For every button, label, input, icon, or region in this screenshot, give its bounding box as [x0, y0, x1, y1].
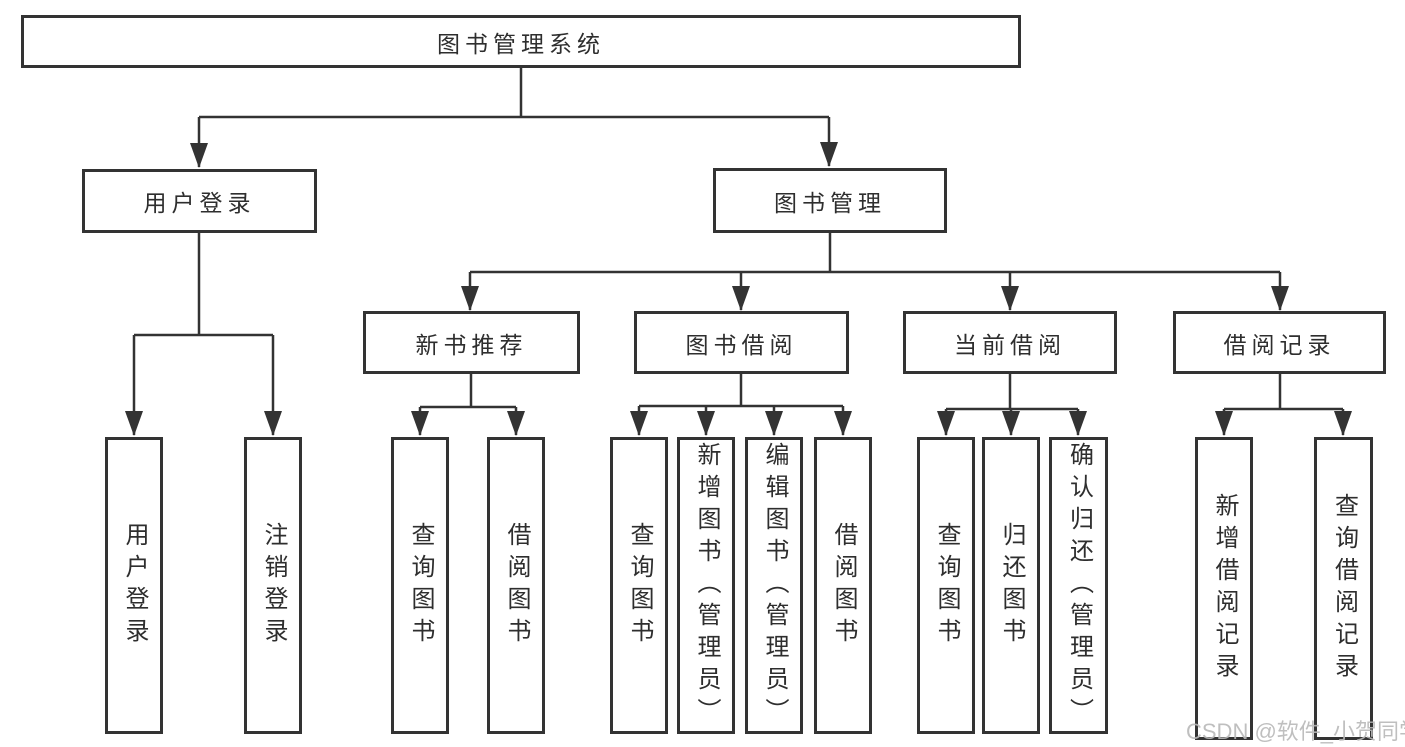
edge-bookmgmt-stem-rail: [470, 233, 1280, 274]
node-root: 图书管理系统: [21, 15, 1021, 68]
leaf-cb-confirm-return-admin: 确认归还（管理员）: [1049, 437, 1108, 734]
edge-userlogin-stem-rail: [134, 233, 273, 337]
leaf-nbr-query-books: 查询图书: [391, 437, 449, 734]
edge-arrows: [125, 117, 1352, 436]
node-user-login: 用户登录: [82, 169, 317, 233]
leaf-br-add-record: 新增借阅记录: [1195, 437, 1253, 740]
leaf-cb-query-books: 查询图书: [917, 437, 975, 734]
leaf-bb-borrow-books: 借阅图书: [814, 437, 872, 734]
csdn-watermark: CSDN @软件_小贺同学: [1186, 719, 1405, 744]
node-new-book-recommend: 新书推荐: [363, 311, 580, 374]
edge-bookborrow-stem-rail: [639, 374, 843, 408]
edge-segments: [134, 68, 1343, 411]
leaf-bb-edit-books-admin: 编辑图书（管理员）: [745, 437, 803, 734]
leaf-nbr-borrow-books: 借阅图书: [487, 437, 545, 734]
edge-root-stem-rail: [199, 68, 829, 119]
edge-borrowrecords-stem-rail: [1224, 374, 1343, 411]
leaf-cb-return-books: 归还图书: [982, 437, 1040, 734]
edge-newbookrec-stem-rail: [420, 374, 516, 409]
leaf-user-login: 用户登录: [105, 437, 163, 734]
leaf-bb-add-books-admin: 新增图书（管理员）: [677, 437, 735, 734]
node-current-borrow: 当前借阅: [903, 311, 1117, 374]
edge-currentborrow-stem-rail: [946, 374, 1078, 411]
leaf-logout: 注销登录: [244, 437, 302, 734]
node-book-borrow: 图书借阅: [634, 311, 849, 374]
leaf-bb-query-books: 查询图书: [610, 437, 668, 734]
node-book-management: 图书管理: [713, 168, 947, 233]
leaf-br-query-record: 查询借阅记录: [1314, 437, 1373, 740]
node-borrow-records: 借阅记录: [1173, 311, 1386, 374]
